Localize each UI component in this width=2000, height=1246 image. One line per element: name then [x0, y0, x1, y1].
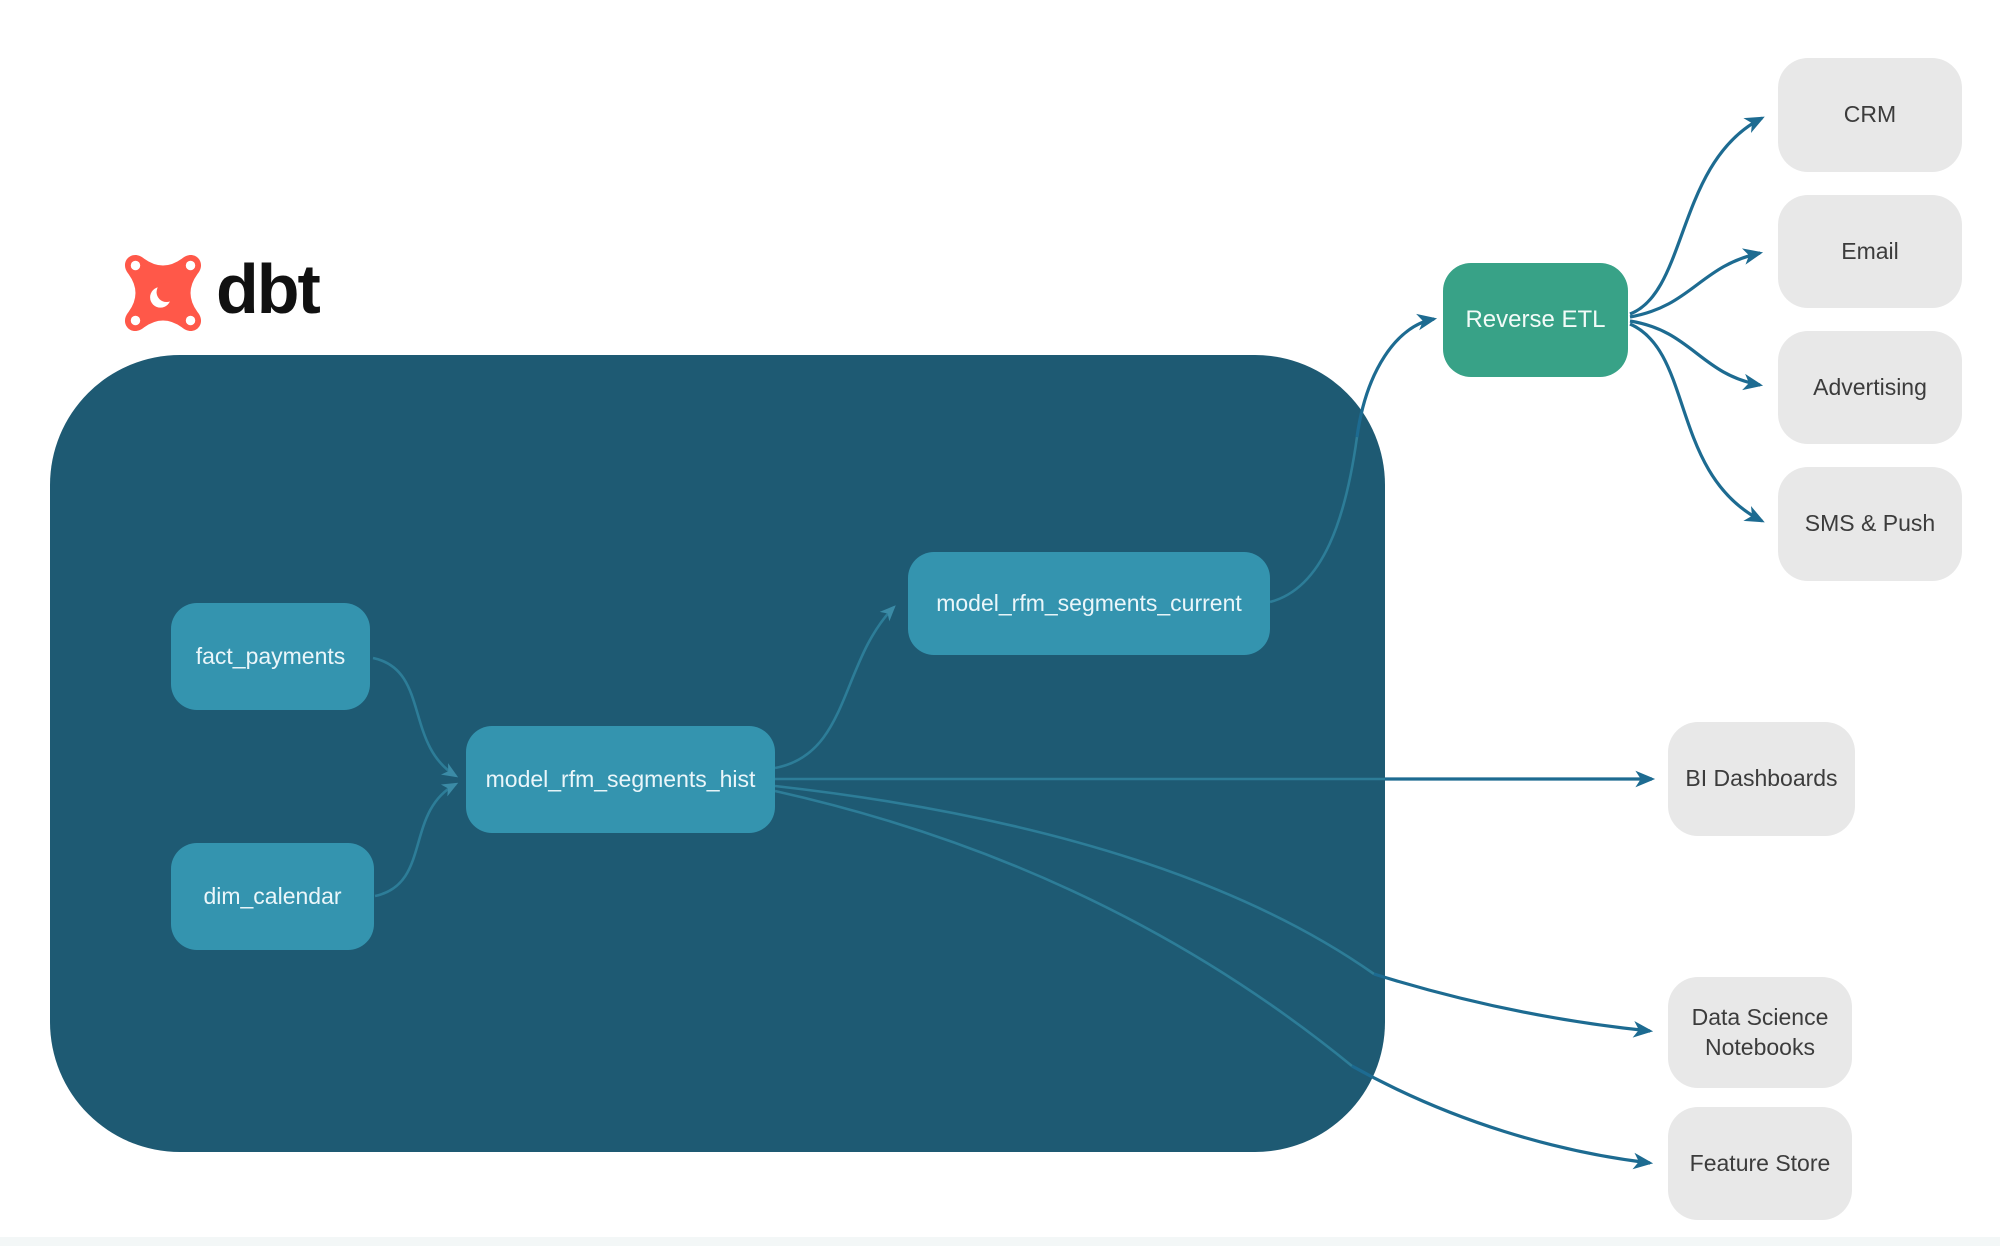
node-label: Advertising	[1813, 373, 1927, 400]
node-label: dim_calendar	[203, 882, 342, 909]
node-feature-store: Feature Store	[1668, 1107, 1852, 1220]
bottom-strip	[0, 1237, 2000, 1246]
node-fact-payments: fact_payments	[171, 603, 370, 710]
node-crm: CRM	[1778, 58, 1962, 172]
edge-reverse-etl-to-sms-push	[1629, 322, 1765, 523]
dbt-logo-icon	[124, 254, 202, 332]
node-model-rfm-segments-hist: model_rfm_segments_hist	[466, 726, 775, 833]
node-label: Feature Store	[1689, 1149, 1831, 1176]
node-data-science-notebooks: Data Science Notebooks	[1668, 977, 1852, 1088]
node-label: BI Dashboards	[1685, 765, 1838, 792]
edge-reverse-etl-to-advertising	[1629, 319, 1764, 391]
edge-current-to-reverse-etl-outside	[1355, 313, 1438, 438]
node-label: Reverse ETL	[1465, 306, 1606, 334]
node-label: Email	[1841, 237, 1899, 264]
node-label: model_rfm_segments_hist	[485, 765, 756, 792]
node-label: CRM	[1843, 101, 1897, 128]
edge-reverse-etl-to-email	[1629, 248, 1764, 319]
node-dim-calendar: dim_calendar	[171, 843, 374, 950]
node-advertising: Advertising	[1778, 331, 1962, 444]
edge-reverse-etl-to-crm	[1629, 116, 1765, 316]
node-sms-push: SMS & Push	[1778, 467, 1962, 581]
node-model-rfm-segments-current: model_rfm_segments_current	[908, 552, 1270, 655]
node-label: Data Science Notebooks	[1691, 1003, 1829, 1060]
dbt-logo-text: dbt	[216, 250, 321, 328]
node-label: SMS & Push	[1804, 510, 1936, 537]
node-label: model_rfm_segments_current	[936, 589, 1242, 616]
edge-hist-to-data-science-outside	[1373, 972, 1654, 1038]
node-label: fact_payments	[195, 642, 346, 669]
edge-hist-to-feature-store-outside	[1351, 1064, 1654, 1170]
dbt-logo: dbt	[120, 250, 321, 336]
node-bi-dashboards: BI Dashboards	[1668, 722, 1855, 836]
node-email: Email	[1778, 195, 1962, 308]
node-reverse-etl: Reverse ETL	[1443, 263, 1628, 377]
